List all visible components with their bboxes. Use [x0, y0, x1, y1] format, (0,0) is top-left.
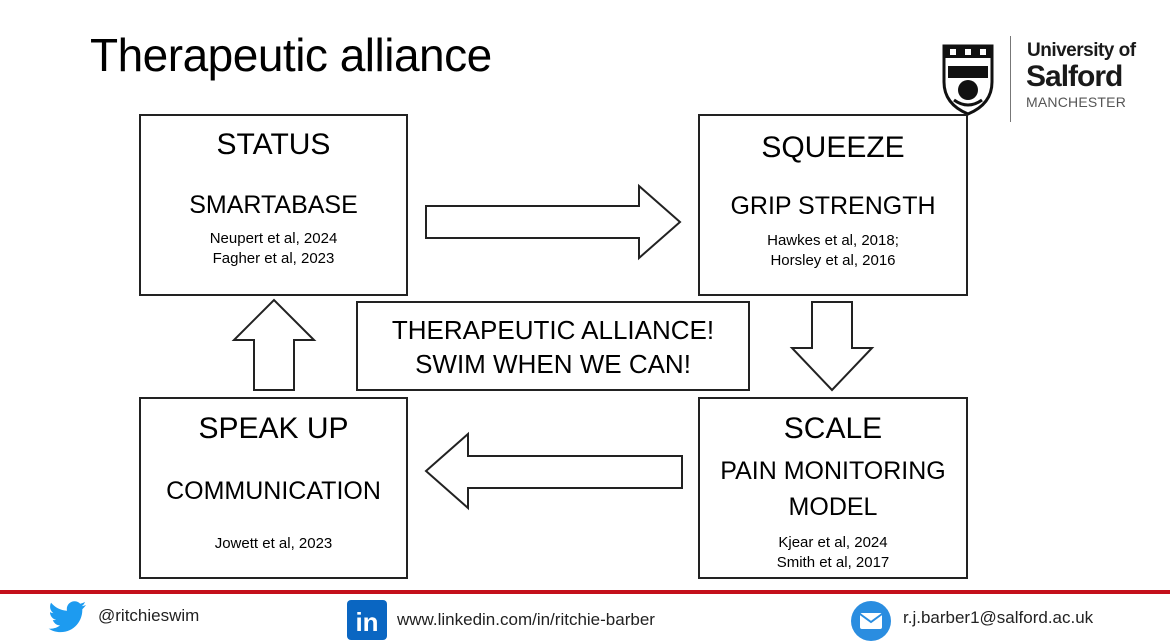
university-logo: University of Salford MANCHESTER: [938, 36, 1138, 122]
speak-up-heading: SPEAK UP: [198, 412, 349, 445]
speak-up-box: SPEAK UP COMMUNICATION Jowett et al, 202…: [139, 397, 408, 579]
arrow-right-icon: [425, 183, 682, 261]
scale-subheading-line2: MODEL: [788, 493, 878, 521]
linkedin-url[interactable]: www.linkedin.com/in/ritchie-barber: [397, 610, 655, 629]
footer-divider: [0, 590, 1170, 594]
email-icon[interactable]: [850, 600, 892, 642]
arrow-down-icon: [789, 301, 875, 392]
scale-box: SCALE PAIN MONITORING MODEL Kjear et al,…: [698, 397, 968, 579]
speak-up-ref-1: Jowett et al, 2023: [214, 535, 333, 552]
status-ref-2: Fagher et al, 2023: [212, 250, 335, 267]
arrow-left-icon: [424, 431, 683, 511]
squeeze-box: SQUEEZE GRIP STRENGTH Hawkes et al, 2018…: [698, 114, 968, 296]
logo-divider: [1010, 36, 1011, 122]
squeeze-ref-2: Horsley et al, 2016: [770, 252, 896, 269]
center-message-line2: SWIM WHEN WE CAN!: [415, 349, 691, 379]
scale-heading: SCALE: [783, 412, 883, 445]
twitter-handle[interactable]: @ritchieswim: [98, 606, 200, 625]
logo-text-line2: Salford: [1026, 60, 1123, 93]
squeeze-subheading: GRIP STRENGTH: [730, 192, 936, 220]
email-address[interactable]: r.j.barber1@salford.ac.uk: [903, 608, 1094, 627]
status-ref-1: Neupert et al, 2024: [209, 230, 338, 247]
status-subheading: SMARTABASE: [189, 191, 358, 219]
slide-title: Therapeutic alliance: [90, 29, 492, 81]
crest-icon: [942, 44, 994, 116]
linkedin-icon[interactable]: in: [347, 600, 387, 640]
logo-text-line1: University of: [1027, 40, 1136, 61]
scale-subheading-line1: PAIN MONITORING: [720, 457, 946, 485]
status-heading: STATUS: [216, 128, 331, 161]
center-message-box: THERAPEUTIC ALLIANCE! SWIM WHEN WE CAN!: [356, 301, 750, 391]
logo-text-line3: MANCHESTER: [1026, 94, 1127, 110]
center-message-line1: THERAPEUTIC ALLIANCE!: [391, 315, 715, 345]
arrow-up-icon: [231, 298, 317, 391]
scale-ref-1: Kjear et al, 2024: [778, 534, 888, 551]
scale-ref-2: Smith et al, 2017: [776, 554, 890, 571]
speak-up-subheading: COMMUNICATION: [166, 477, 381, 505]
squeeze-heading: SQUEEZE: [761, 131, 905, 164]
status-box: STATUS SMARTABASE Neupert et al, 2024 Fa…: [139, 114, 408, 296]
twitter-icon[interactable]: [48, 600, 88, 634]
squeeze-ref-1: Hawkes et al, 2018;: [767, 232, 899, 249]
